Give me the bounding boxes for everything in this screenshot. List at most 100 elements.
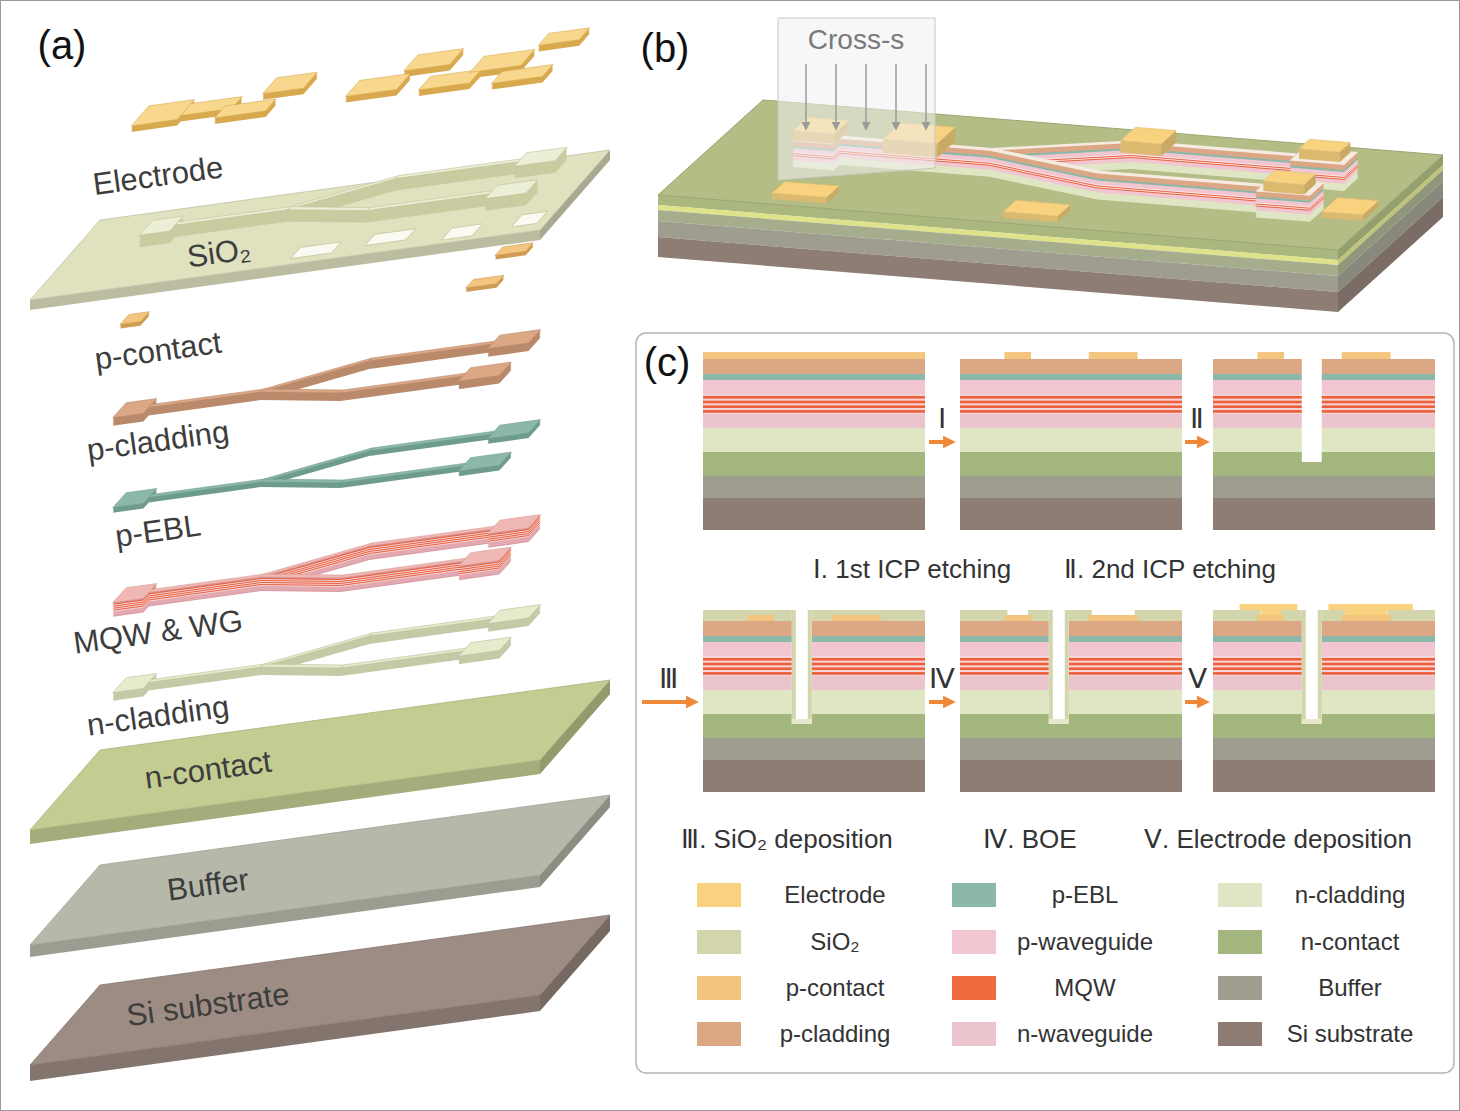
epi-layer bbox=[1213, 676, 1435, 690]
step-caption: Ⅲ. SiO₂ deposition bbox=[681, 825, 893, 855]
p-contact-pad bbox=[1089, 352, 1138, 359]
side-slice bbox=[458, 453, 511, 472]
quantum-well bbox=[1213, 410, 1435, 413]
epi-layer bbox=[703, 476, 925, 498]
quantum-well bbox=[1213, 658, 1435, 661]
side-slice bbox=[261, 634, 372, 668]
side-slice bbox=[369, 432, 494, 452]
sio2-layer bbox=[812, 610, 925, 621]
side-slice bbox=[341, 464, 466, 484]
top-face bbox=[120, 312, 149, 325]
sio2-window bbox=[291, 242, 342, 259]
sio2-liner bbox=[792, 610, 796, 724]
epi-layer bbox=[1213, 636, 1435, 642]
top-face bbox=[149, 574, 264, 592]
side-slice bbox=[149, 480, 264, 498]
quantum-well bbox=[1213, 663, 1435, 666]
top-face bbox=[341, 373, 466, 393]
top-face bbox=[113, 399, 157, 418]
quantum-well bbox=[703, 405, 925, 408]
side-slice bbox=[149, 575, 264, 593]
boe-opening bbox=[1007, 610, 1028, 615]
plane-label: Cross-s bbox=[808, 24, 904, 56]
epi-layer bbox=[703, 676, 925, 690]
top-face bbox=[263, 72, 318, 94]
top-face bbox=[466, 275, 504, 288]
top-face bbox=[419, 69, 482, 90]
top-face bbox=[341, 648, 466, 668]
side-slice bbox=[485, 181, 538, 200]
mqw-layer bbox=[1213, 394, 1435, 414]
quantum-well bbox=[960, 663, 1182, 666]
quantum-well bbox=[960, 672, 1182, 675]
side-slice bbox=[261, 544, 372, 578]
mqw-layer bbox=[703, 394, 925, 414]
side-slice bbox=[458, 548, 511, 567]
electrode-layer bbox=[1240, 604, 1298, 610]
quantum-well bbox=[1213, 672, 1435, 675]
legend-label: n-cladding bbox=[1295, 881, 1406, 909]
side-slice bbox=[514, 148, 567, 167]
epi-layer bbox=[1213, 476, 1435, 498]
plate-top bbox=[30, 680, 610, 830]
epi-layer bbox=[960, 380, 1182, 394]
legend-swatch bbox=[697, 883, 741, 907]
quantum-well bbox=[960, 410, 1182, 413]
n-contact-plate bbox=[30, 680, 610, 844]
legend-swatch bbox=[952, 883, 996, 907]
sio2-liner bbox=[1302, 610, 1306, 724]
top-face bbox=[261, 448, 372, 482]
top-face bbox=[346, 74, 411, 97]
legend-swatch bbox=[952, 1022, 996, 1046]
sio2-liner bbox=[792, 719, 812, 724]
cross-section bbox=[960, 352, 1182, 530]
side-slice bbox=[113, 490, 157, 509]
sio2-liner bbox=[1302, 719, 1322, 724]
epi-layer bbox=[703, 642, 925, 656]
quantum-well bbox=[703, 410, 925, 413]
legend-label: MQW bbox=[1054, 974, 1115, 1002]
side-slice bbox=[287, 208, 369, 212]
mesa-slice bbox=[989, 149, 1100, 175]
epi-layer bbox=[960, 359, 1182, 374]
side-slice bbox=[367, 192, 492, 212]
top-face bbox=[175, 207, 290, 225]
pad-top bbox=[772, 182, 839, 198]
mqw-layer bbox=[1213, 656, 1435, 676]
top-face bbox=[261, 358, 372, 392]
section-arrow bbox=[895, 64, 897, 128]
epi-layer bbox=[960, 621, 1182, 636]
top-face bbox=[113, 489, 157, 508]
epi-layer bbox=[1213, 498, 1435, 530]
legend-label: SiO₂ bbox=[810, 928, 859, 956]
epi-layer bbox=[703, 414, 925, 428]
top-face bbox=[485, 180, 538, 199]
legend-swatch bbox=[697, 976, 741, 1000]
layer-label: Electrode bbox=[90, 149, 225, 202]
epi-layer bbox=[703, 374, 925, 380]
top-face bbox=[149, 389, 264, 407]
layer-label: n-cladding bbox=[84, 688, 231, 743]
top-face bbox=[458, 547, 511, 566]
legend-label: Si substrate bbox=[1287, 1020, 1414, 1048]
side-slice bbox=[488, 421, 541, 440]
epi-layer bbox=[960, 642, 1182, 656]
side-slice bbox=[495, 244, 533, 257]
cross-section bbox=[1213, 352, 1435, 530]
epi-layer bbox=[1213, 452, 1435, 476]
electrode-fill bbox=[1345, 610, 1388, 615]
process-arrow bbox=[929, 440, 952, 444]
p-contact-pad bbox=[1004, 615, 1031, 621]
cross-section bbox=[703, 610, 925, 792]
sio2-layer bbox=[1069, 610, 1182, 621]
legend-swatch bbox=[1218, 976, 1262, 1000]
side-slice bbox=[263, 73, 318, 95]
p-contact-pad bbox=[1342, 615, 1391, 621]
legend-label: n-contact bbox=[1301, 928, 1400, 956]
section-arrow bbox=[865, 64, 867, 128]
device-3d-view bbox=[658, 18, 1443, 312]
sio2-liner bbox=[1065, 610, 1069, 724]
top-face bbox=[488, 515, 541, 534]
p-contact-layer bbox=[703, 352, 925, 359]
